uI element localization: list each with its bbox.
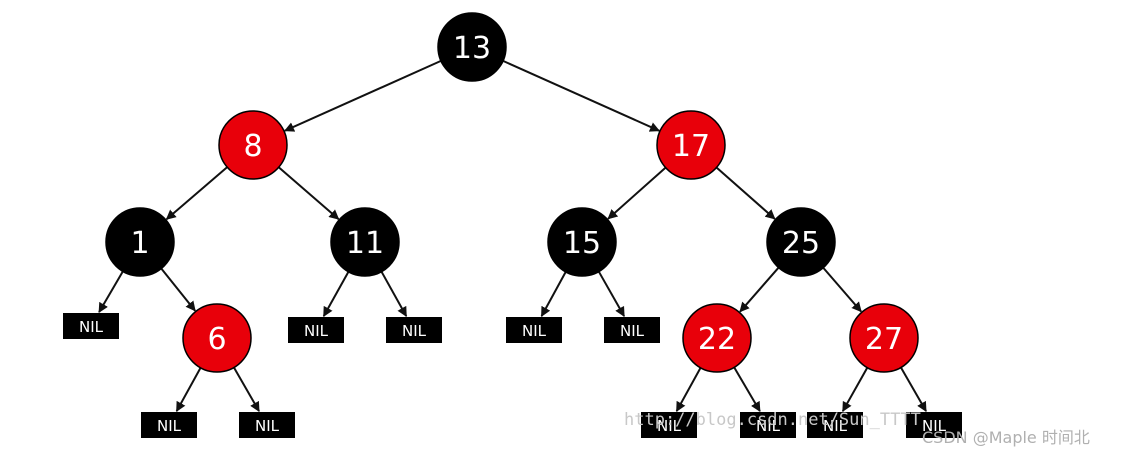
- nil-leaf: NIL: [807, 412, 863, 438]
- tree-node-27: 27: [849, 303, 919, 373]
- nil-leaf: NIL: [906, 412, 962, 438]
- black-node-circle: [547, 207, 617, 277]
- nil-label: NIL: [522, 322, 547, 340]
- edge-n22-nil9: [733, 366, 761, 412]
- nil-leaf: NIL: [506, 317, 562, 343]
- nil-label: NIL: [823, 417, 848, 435]
- node-label: 27: [865, 322, 903, 357]
- node-label: 25: [782, 226, 820, 261]
- node-label: 1: [130, 226, 149, 261]
- nil-box: [641, 412, 697, 438]
- edge-n25-n22: [739, 266, 780, 313]
- nil-box: [604, 317, 660, 343]
- nil-box: [807, 412, 863, 438]
- nil-leaf: NIL: [740, 412, 796, 438]
- node-label: 8: [243, 129, 262, 164]
- nil-box: [63, 313, 119, 339]
- edge-n8-n1: [165, 166, 228, 220]
- watermark-credit: CSDN @Maple 时间北: [922, 428, 1090, 447]
- nil-label: NIL: [304, 322, 329, 340]
- black-node-circle: [437, 12, 507, 82]
- nil-leaf: NIL: [141, 412, 197, 438]
- edge-n11-nil4: [322, 271, 350, 318]
- nil-box: [141, 412, 197, 438]
- nil-label: NIL: [657, 417, 682, 435]
- edges: [98, 59, 927, 413]
- nil-label: NIL: [79, 318, 104, 336]
- nil-leaf: NIL: [641, 412, 697, 438]
- nil-label: NIL: [255, 417, 280, 435]
- red-node-circle: [849, 303, 919, 373]
- node-label: 22: [698, 322, 736, 357]
- tree-node-8: 8: [218, 110, 288, 180]
- tree-node-17: 17: [656, 110, 726, 180]
- nil-box: [239, 412, 295, 438]
- nil-box: [288, 317, 344, 343]
- nil-leaf: NIL: [239, 412, 295, 438]
- node-label: 6: [207, 322, 226, 357]
- tree-node-25: 25: [766, 207, 836, 277]
- nil-label: NIL: [620, 322, 645, 340]
- node-label: 13: [453, 31, 491, 66]
- edge-n1-n6: [160, 267, 196, 312]
- tree-node-11: 11: [330, 207, 400, 277]
- edge-n8-n11: [278, 166, 340, 220]
- nil-leaf: NIL: [386, 317, 442, 343]
- nil-box: [740, 412, 796, 438]
- black-node-circle: [766, 207, 836, 277]
- edge-n13-n17: [502, 59, 660, 132]
- tree-node-6: 6: [182, 303, 252, 373]
- nil-leaf: NIL: [604, 317, 660, 343]
- edge-n17-n15: [607, 166, 667, 220]
- black-node-circle: [105, 207, 175, 277]
- edge-n6-nil2: [175, 367, 202, 412]
- watermark-url: http://blog.csdn.net/Sun_TTTT: [624, 410, 921, 430]
- nil-label: NIL: [157, 417, 182, 435]
- edge-n22-nil8: [675, 367, 702, 412]
- edge-n15-nil7: [597, 271, 625, 318]
- edge-n25-n27: [822, 267, 862, 313]
- edge-n11-nil5: [380, 271, 408, 318]
- edge-n17-n25: [715, 166, 776, 220]
- tree-node-15: 15: [547, 207, 617, 277]
- edge-n13-n8: [284, 59, 442, 132]
- edge-n27-nil11: [900, 366, 927, 413]
- edge-n1-nil1: [98, 270, 124, 314]
- red-node-circle: [182, 303, 252, 373]
- nil-box: [906, 412, 962, 438]
- nil-leaf: NIL: [63, 313, 119, 339]
- black-node-circle: [330, 207, 400, 277]
- nil-label: NIL: [922, 417, 947, 435]
- red-node-circle: [682, 303, 752, 373]
- tree-node-1: 1: [105, 207, 175, 277]
- nil-leaf: NIL: [288, 317, 344, 343]
- red-node-circle: [656, 110, 726, 180]
- tree-node-22: 22: [682, 303, 752, 373]
- edge-n27-nil10: [841, 367, 869, 413]
- node-label: 17: [672, 129, 710, 164]
- nil-box: [386, 317, 442, 343]
- edge-n6-nil3: [233, 366, 260, 413]
- node-label: 15: [563, 226, 601, 261]
- nil-box: [506, 317, 562, 343]
- edge-n15-nil6: [540, 271, 567, 317]
- nil-label: NIL: [756, 417, 781, 435]
- nil-label: NIL: [402, 322, 427, 340]
- tree-node-13: 13: [437, 12, 507, 82]
- red-node-circle: [218, 110, 288, 180]
- node-label: 11: [346, 226, 384, 261]
